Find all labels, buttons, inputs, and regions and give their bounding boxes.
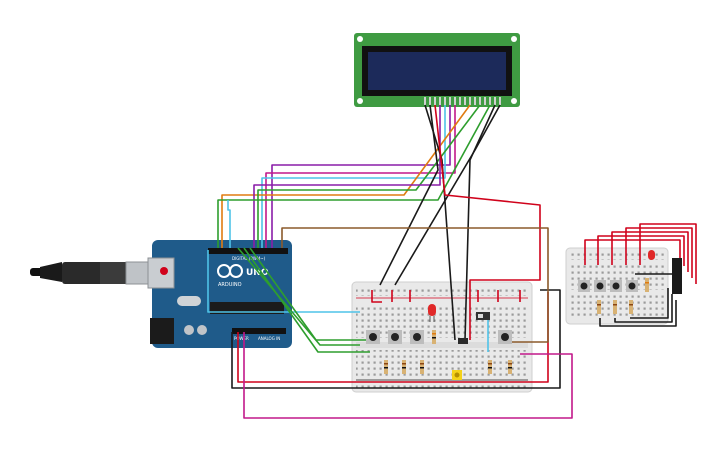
resistor[interactable] bbox=[613, 300, 617, 314]
lcd-pins[interactable] bbox=[424, 97, 501, 105]
resistor[interactable] bbox=[420, 360, 424, 374]
potentiometer[interactable] bbox=[452, 370, 462, 380]
digital-header-label: DIGITAL (PWM~) bbox=[232, 256, 266, 261]
power-analog-header[interactable] bbox=[232, 328, 286, 334]
pushbutton[interactable] bbox=[594, 280, 606, 292]
usb-cable[interactable] bbox=[30, 261, 165, 285]
capacitor[interactable] bbox=[458, 338, 468, 344]
resistor[interactable] bbox=[402, 360, 406, 374]
arduino-brand-label: ARDUINO bbox=[218, 282, 242, 288]
power-header-label: POWER bbox=[234, 336, 249, 341]
led-red[interactable] bbox=[428, 304, 436, 322]
resistor[interactable] bbox=[629, 300, 633, 314]
led-red[interactable] bbox=[648, 250, 655, 260]
pushbutton[interactable] bbox=[578, 280, 590, 292]
header-connector[interactable] bbox=[672, 258, 682, 294]
pushbutton[interactable] bbox=[410, 330, 424, 344]
main-board-components[interactable] bbox=[366, 304, 512, 380]
pushbutton[interactable] bbox=[610, 280, 622, 292]
digital-header[interactable] bbox=[208, 248, 288, 254]
arduino-infinity-logo-icon bbox=[217, 264, 243, 278]
pushbutton[interactable] bbox=[366, 330, 380, 344]
crystal bbox=[177, 296, 201, 306]
arduino-board[interactable]: ARDUINO UNO DIGITAL (PWM~) POWER ANALOG … bbox=[147, 240, 292, 348]
resistor[interactable] bbox=[432, 330, 436, 344]
lcd-module[interactable] bbox=[354, 33, 520, 107]
microcontroller-chip bbox=[210, 302, 284, 314]
analog-header-label: ANALOG IN bbox=[258, 336, 280, 341]
power-jack bbox=[150, 318, 174, 344]
main-breadboard[interactable] bbox=[351, 281, 533, 393]
slide-switch[interactable] bbox=[476, 312, 490, 320]
resistor[interactable] bbox=[645, 278, 649, 292]
resistor[interactable] bbox=[384, 360, 388, 374]
resistor[interactable] bbox=[508, 360, 512, 374]
lcd-screen bbox=[368, 52, 506, 90]
resistor[interactable] bbox=[488, 360, 492, 374]
pushbutton[interactable] bbox=[498, 330, 512, 344]
secondary-board-components[interactable] bbox=[578, 250, 682, 314]
pushbutton[interactable] bbox=[626, 280, 638, 292]
arduino-model-label: UNO bbox=[246, 268, 269, 278]
wires[interactable] bbox=[207, 104, 697, 419]
resistor[interactable] bbox=[597, 300, 601, 314]
reset-button-icon[interactable] bbox=[160, 267, 168, 275]
pushbutton[interactable] bbox=[388, 330, 402, 344]
